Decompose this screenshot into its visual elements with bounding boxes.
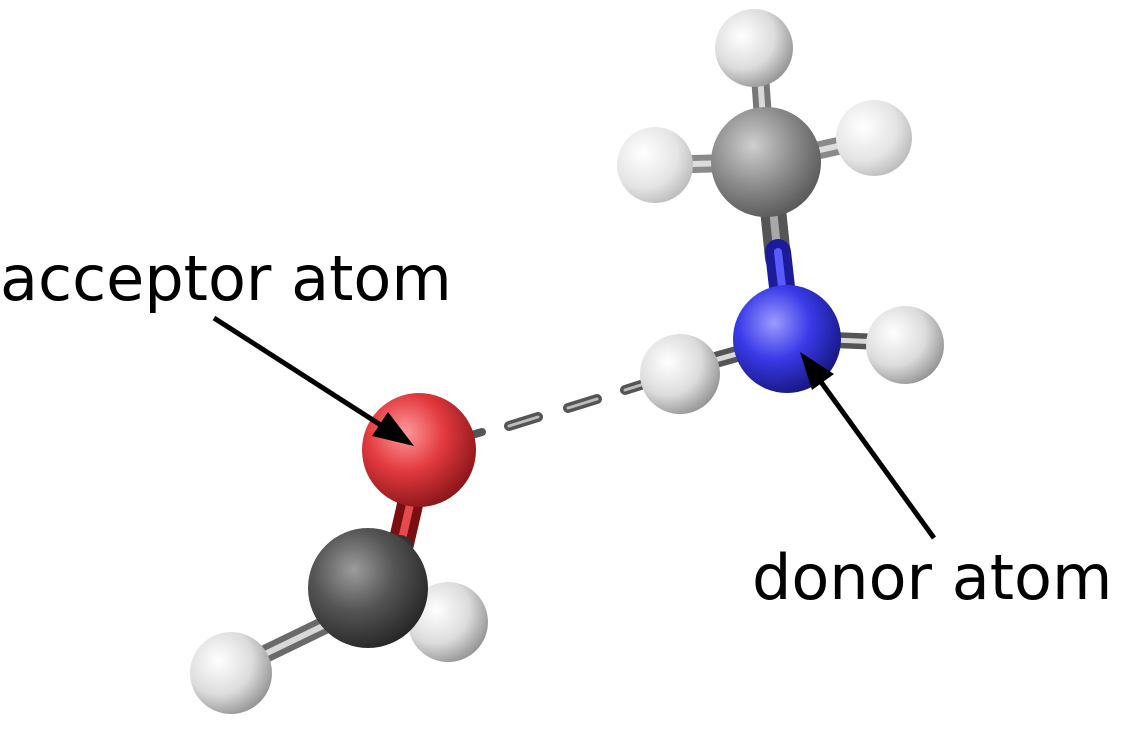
acceptor-arrowhead xyxy=(372,412,414,446)
carbon-atom-carbonyl xyxy=(308,528,428,648)
hydrogen-atom-back xyxy=(408,582,488,662)
annotation-arrows xyxy=(212,315,937,540)
hydrogen-bond-dashes xyxy=(464,379,649,440)
donor-arrowhead xyxy=(800,352,834,390)
acceptor-atom-label: acceptor atom xyxy=(0,242,452,315)
donor-arrow xyxy=(805,362,937,540)
donor-molecule xyxy=(617,9,944,414)
hydrogen-atom-nh-left xyxy=(640,334,720,414)
hydrogen-atom-bottom-left xyxy=(190,632,272,714)
acceptor-arrow xyxy=(212,315,406,443)
hydrogen-atom-right xyxy=(836,100,912,176)
carbon-atom-methyl xyxy=(711,107,821,217)
hydrogen-atom-nh-right xyxy=(866,306,944,384)
hydrogen-atom-top xyxy=(715,9,793,87)
acceptor-molecule xyxy=(190,393,488,714)
donor-atom-label: donor atom xyxy=(752,541,1113,614)
hydrogen-atom-left xyxy=(617,127,693,203)
oxygen-atom-acceptor xyxy=(362,393,476,507)
